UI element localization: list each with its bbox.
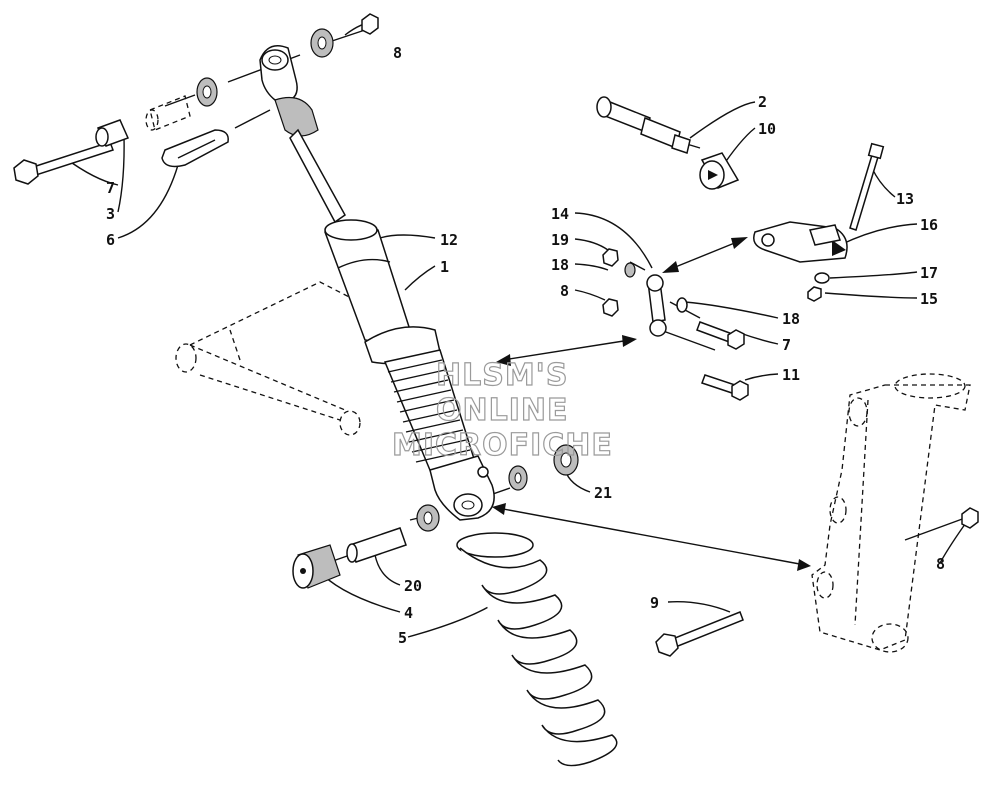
callout-6: 6 xyxy=(106,231,115,249)
callout-4: 4 xyxy=(404,604,413,622)
callout-13: 13 xyxy=(896,190,914,208)
callout-19: 19 xyxy=(551,231,569,249)
linkage-hardware xyxy=(596,96,885,401)
swing-arm-outline xyxy=(175,281,361,436)
callout-17: 17 xyxy=(920,264,938,282)
callout-9: 9 xyxy=(650,594,659,612)
callout-18-left: 18 xyxy=(551,256,569,274)
callout-7-left: 7 xyxy=(106,179,115,197)
shock-absorber xyxy=(259,45,495,521)
callout-labels: 8 7 3 6 12 1 2 10 13 16 17 15 14 19 18 8… xyxy=(106,44,945,647)
callout-15: 15 xyxy=(920,290,938,308)
upper-hardware xyxy=(13,13,379,185)
callout-2: 2 xyxy=(758,93,767,111)
callout-12: 12 xyxy=(440,231,458,249)
callout-14: 14 xyxy=(551,205,569,223)
callout-11: 11 xyxy=(782,366,800,384)
callout-8-right: 8 xyxy=(936,555,945,573)
watermark-line-3: MICROFICHE xyxy=(392,428,613,463)
coil-spring xyxy=(456,532,618,767)
callout-10: 10 xyxy=(758,120,776,138)
callout-20: 20 xyxy=(404,577,422,595)
spindle-outline xyxy=(811,373,971,653)
leader-lines xyxy=(64,21,969,638)
callout-16: 16 xyxy=(920,216,938,234)
callout-8-link: 8 xyxy=(560,282,569,300)
callout-21: 21 xyxy=(594,484,612,502)
assembly-arrows xyxy=(492,237,811,571)
lower-hardware xyxy=(292,444,979,657)
watermark: HLSM'S ONLINE MICROFICHE xyxy=(391,357,613,463)
callout-1: 1 xyxy=(440,258,449,276)
callout-5: 5 xyxy=(398,629,407,647)
callout-18-right: 18 xyxy=(782,310,800,328)
watermark-line-1: HLSM'S xyxy=(436,358,568,393)
callout-3: 3 xyxy=(106,205,115,223)
callout-7-right: 7 xyxy=(782,336,791,354)
callout-8-top: 8 xyxy=(393,44,402,62)
watermark-line-2: ONLINE xyxy=(436,393,569,428)
